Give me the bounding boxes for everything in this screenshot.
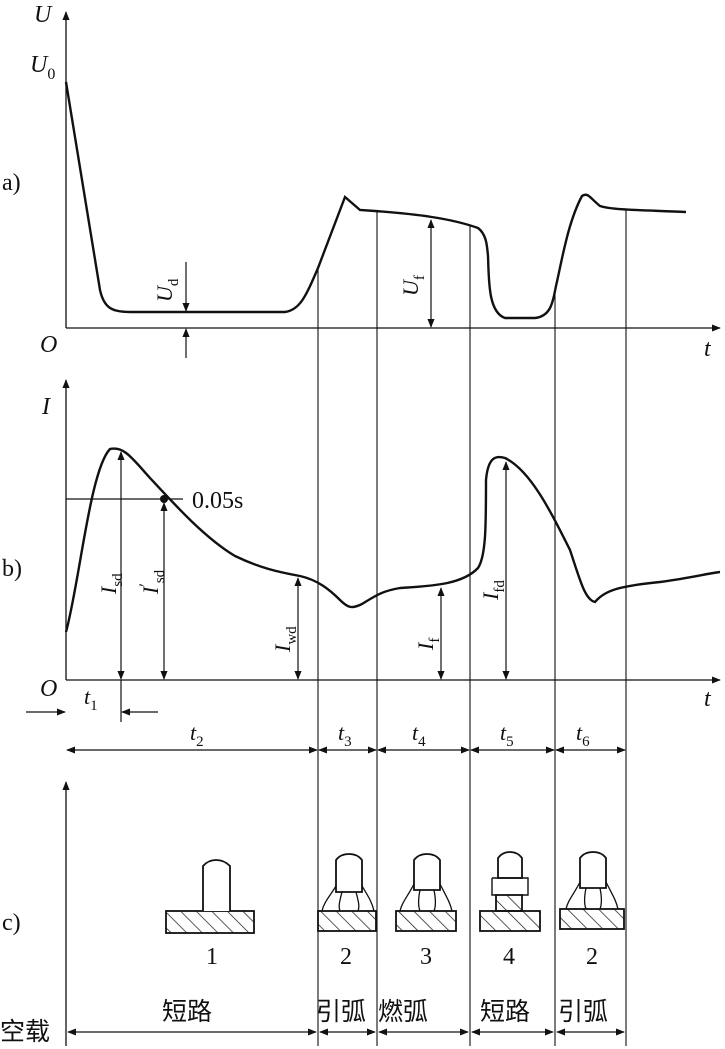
stage-4-illustration [479, 851, 541, 932]
workpiece [395, 910, 457, 932]
panel-a [62, 11, 721, 358]
current-curve [64, 447, 721, 633]
stage-number-2: 2 [340, 944, 352, 970]
isd-label: Isd [96, 573, 126, 595]
arc [565, 881, 619, 910]
panel-a-x-axis-label: t [704, 336, 712, 362]
stage-name-1: 短路 [162, 997, 212, 1026]
workpiece [165, 910, 255, 934]
voltage-curve [64, 81, 687, 320]
stage-name-3: 燃弧 [378, 997, 428, 1026]
time-mark-label: 0.05s [192, 488, 243, 514]
panel-a-tag: a) [2, 170, 21, 196]
if-label: If [413, 638, 443, 651]
t2-label: t2 [190, 720, 204, 750]
electrode [413, 853, 441, 891]
iwd-label: Iwd [270, 626, 300, 653]
panel-a-origin-label: O [40, 332, 57, 358]
stage-3-illustration [395, 853, 457, 932]
isd-prime-label: I′sd [137, 569, 168, 595]
electrode [497, 851, 523, 879]
bridge-edges [491, 877, 529, 896]
t6-label: t6 [576, 720, 590, 750]
panel-b-tag: b) [2, 556, 22, 582]
stage-name-4: 短路 [480, 997, 530, 1026]
ifd-label: Ifd [478, 580, 508, 601]
panel-c-tag: c) [2, 910, 21, 936]
workpiece [479, 910, 541, 932]
left-label: 空载 [0, 1017, 50, 1046]
workpiece [559, 908, 625, 930]
panel-b-x-axis-label: t [704, 686, 712, 712]
electrode [335, 853, 363, 893]
stage-number-5: 2 [586, 944, 598, 970]
electrode [202, 859, 231, 911]
panel-b-y-axis-label: I [41, 394, 51, 420]
t4-label: t4 [412, 720, 426, 750]
stage-number-4: 4 [503, 944, 515, 970]
uf-label: Uf [398, 275, 428, 296]
t1-label: t1 [84, 684, 98, 714]
time-mark-dot [160, 495, 168, 503]
stage-1-illustration [165, 859, 255, 934]
stage-number-1: 1 [206, 944, 218, 970]
stage-5-illustration [559, 851, 625, 930]
stage-name-5: 引弧 [558, 997, 608, 1026]
t5-label: t5 [500, 720, 514, 750]
arc [399, 883, 453, 912]
panel-a-y-axis-label: U [34, 2, 53, 28]
t3-label: t3 [338, 720, 352, 750]
stage-number-3: 3 [420, 944, 432, 970]
ud-label: Ud [152, 278, 182, 302]
workpiece [317, 910, 377, 932]
arc [321, 885, 375, 912]
stage-name-2: 引弧 [316, 997, 366, 1026]
electrode [579, 851, 607, 889]
panel-b [26, 379, 721, 754]
stage-2-illustration [317, 853, 377, 932]
u0-label: U0 [30, 52, 55, 83]
panel-b-origin-label: O [40, 676, 57, 702]
droplet-bridge [495, 894, 523, 912]
